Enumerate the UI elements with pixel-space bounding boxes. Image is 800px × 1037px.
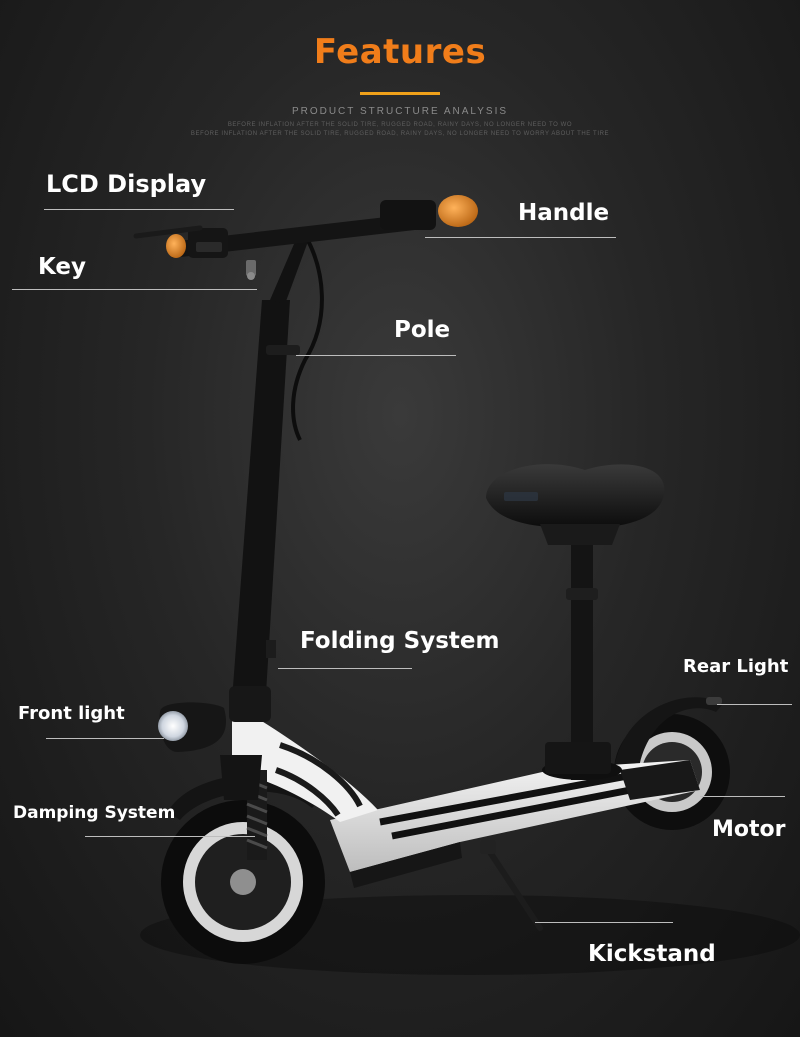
label-front-light: Front light [18, 703, 125, 724]
leader-line-kickstand [535, 922, 673, 923]
label-handle: Handle [518, 200, 610, 226]
leader-line-folding-system [278, 668, 412, 669]
deck-grip-stripe [391, 778, 673, 840]
label-kickstand: Kickstand [588, 941, 716, 967]
deck [330, 760, 700, 872]
label-motor: Motor [712, 817, 786, 842]
handle-end-cap-left [166, 234, 186, 258]
kickstand-leg [483, 843, 543, 931]
label-pole: Pole [394, 317, 451, 343]
frame-neck [232, 720, 378, 822]
tagline-line-1: BEFORE INFLATION AFTER THE SOLID TIRE, R… [227, 122, 573, 128]
label-lcd-display: LCD Display [46, 170, 207, 198]
brake-lever [133, 225, 203, 239]
deck-grip-stripe [379, 766, 661, 826]
label-folding-system: Folding System [300, 628, 500, 654]
rear-fender [612, 697, 722, 790]
front-wheel [161, 800, 325, 964]
leader-line-front-light [46, 738, 164, 739]
front-light-lamp [158, 702, 227, 752]
handlebar [170, 212, 432, 258]
handle-end-cap-right [438, 195, 478, 227]
page-title: Features [313, 32, 487, 72]
deck-side [350, 842, 462, 888]
ignition-key [246, 260, 256, 276]
leader-line-lcd-display [44, 209, 234, 210]
rear-light-lamp [706, 697, 722, 705]
folding-clamp [229, 686, 271, 722]
leader-line-pole [296, 355, 456, 356]
title-underline [360, 92, 440, 95]
seat-badge [504, 492, 538, 501]
page-subtitle: PRODUCT STRUCTURE ANALYSIS [291, 106, 509, 117]
seat [486, 464, 665, 529]
tagline-line-2: BEFORE INFLATION AFTER THE SOLID TIRE, R… [190, 131, 610, 137]
label-damping-system: Damping System [13, 803, 176, 823]
stem-pole [232, 300, 290, 710]
label-rear-light: Rear Light [683, 656, 789, 677]
leader-line-damping-system [85, 836, 255, 837]
leader-line-motor [700, 796, 785, 797]
leader-line-handle [425, 237, 616, 238]
handle-grip-right [380, 200, 436, 230]
leader-line-rear-light [717, 704, 792, 705]
leader-line-key [12, 289, 257, 290]
label-key: Key [38, 254, 87, 280]
